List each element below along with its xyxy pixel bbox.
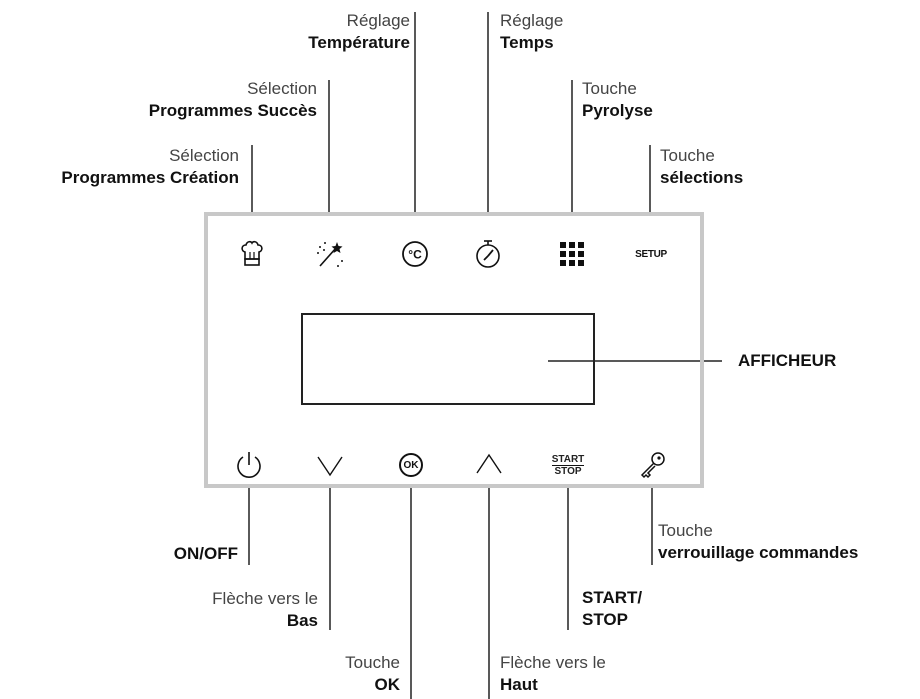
stop-label: STOP: [554, 465, 582, 477]
label-verrouillage: Touche verrouillage commandes: [658, 520, 858, 564]
lock-button[interactable]: [632, 445, 672, 485]
label-onoff: ON/OFF: [174, 543, 238, 565]
temps-button[interactable]: [468, 234, 508, 274]
ok-button[interactable]: OK: [391, 445, 431, 485]
control-panel: [204, 212, 704, 488]
label-ok-line2: OK: [374, 675, 401, 694]
creation-button[interactable]: [232, 234, 272, 274]
setup-label: SETUP: [635, 248, 667, 260]
pyrolyse-button[interactable]: [552, 234, 592, 274]
celsius-icon: °C: [402, 241, 428, 267]
ok-circle-icon: [399, 453, 423, 477]
label-haut: Flèche vers le Haut: [500, 652, 606, 696]
label-succes-line1: Sélection: [247, 79, 317, 98]
magic-wand-icon: [317, 242, 343, 267]
label-startstop-line1: START/: [582, 588, 643, 607]
label-afficheur-text: AFFICHEUR: [738, 351, 837, 370]
label-verrouillage-line1: Touche: [658, 521, 713, 540]
label-onoff-text: ON/OFF: [173, 544, 238, 563]
label-haut-line1: Flèche vers le: [500, 653, 606, 672]
succes-button[interactable]: [309, 234, 349, 274]
label-bas-line1: Flèche vers le: [212, 589, 318, 608]
label-bas-line2: Bas: [286, 611, 318, 630]
label-selections-line1: Touche: [660, 146, 715, 165]
chevron-up-icon: [476, 453, 502, 474]
grid-dots-icon: [560, 242, 584, 266]
setup-button[interactable]: SETUP: [628, 234, 674, 274]
label-afficheur: AFFICHEUR: [738, 350, 836, 372]
label-temps: Réglage Temps: [500, 10, 563, 54]
startstop-button[interactable]: START STOP: [548, 445, 588, 485]
label-verrouillage-line2: verrouillage commandes: [658, 543, 859, 562]
label-bas: Flèche vers le Bas: [212, 588, 318, 632]
temperature-button[interactable]: °C: [395, 234, 435, 274]
label-startstop: START/ STOP: [582, 587, 642, 631]
label-temps-line2: Temps: [500, 33, 554, 52]
label-temps-line1: Réglage: [500, 11, 564, 30]
onoff-button[interactable]: [229, 445, 269, 485]
chevron-down-icon: [317, 456, 343, 477]
label-creation: Sélection Programmes Création: [61, 145, 239, 189]
display-screen: [301, 313, 595, 405]
key-icon: [640, 452, 665, 479]
label-succes-line2: Programmes Succès: [148, 101, 317, 120]
start-label: START: [551, 453, 585, 466]
label-creation-line1: Sélection: [169, 146, 239, 165]
label-selections: Touche sélections: [660, 145, 743, 189]
power-icon: [237, 452, 261, 478]
haut-button[interactable]: [469, 445, 509, 485]
label-ok: Touche OK: [345, 652, 400, 696]
stopwatch-icon: [476, 240, 500, 268]
ok-label: OK: [403, 459, 419, 471]
label-haut-line2: Haut: [500, 675, 538, 694]
label-pyrolyse-line1: Touche: [582, 79, 637, 98]
chef-hat-icon: [241, 240, 263, 266]
label-ok-line1: Touche: [345, 653, 400, 672]
label-pyrolyse-line2: Pyrolyse: [582, 101, 653, 120]
label-succes: Sélection Programmes Succès: [149, 78, 317, 122]
label-temperature-line1: Réglage: [346, 11, 410, 30]
label-startstop-line2: STOP: [582, 610, 628, 629]
label-selections-line2: sélections: [660, 168, 744, 187]
label-creation-line2: Programmes Création: [61, 168, 239, 187]
svg-text:°C: °C: [408, 248, 422, 262]
label-temperature: Réglage Température: [308, 10, 410, 54]
bas-button[interactable]: [310, 445, 350, 485]
label-pyrolyse: Touche Pyrolyse: [582, 78, 653, 122]
label-temperature-line2: Température: [308, 33, 410, 52]
